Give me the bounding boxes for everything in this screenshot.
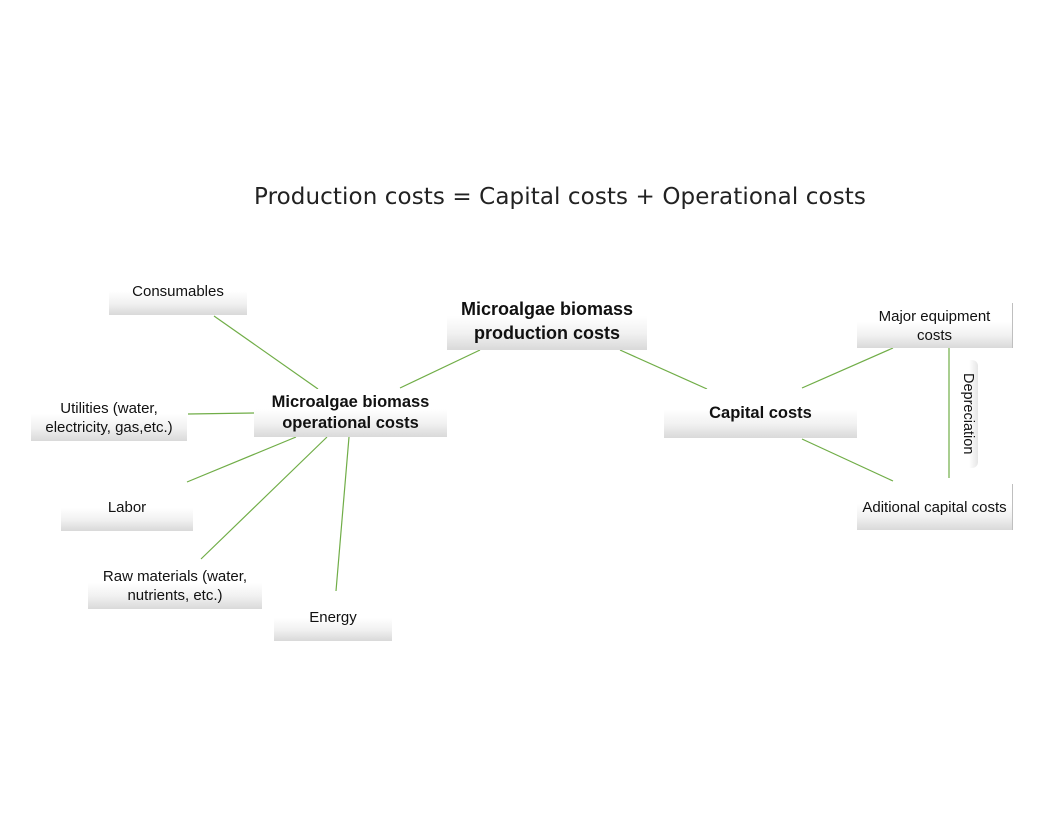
node-additional-capital: Aditional capital costs	[857, 484, 1013, 530]
node-production-costs: Microalgae biomass production costs	[447, 291, 647, 350]
node-consumables: Consumables	[109, 274, 247, 315]
line-operational-labor	[186, 436, 297, 483]
line-root-operational	[399, 349, 481, 389]
line-operational-raw-materials	[200, 436, 328, 560]
node-capital-costs: Capital costs	[664, 389, 857, 438]
depreciation-label-box: Depreciation	[958, 360, 978, 468]
line-operational-energy	[335, 436, 350, 592]
node-energy-label: Energy	[309, 609, 357, 626]
line-operational-consumables	[213, 315, 319, 390]
node-major-equipment: Major equipment costs	[857, 303, 1013, 348]
line-capital-major-equipment	[801, 347, 894, 389]
line-capital-additional	[801, 438, 894, 482]
node-labor-label: Labor	[107, 499, 147, 516]
node-capital-costs-label: Capital costs	[709, 404, 812, 422]
node-raw-materials: Raw materials (water, nutrients, etc.)	[88, 563, 262, 609]
node-energy: Energy	[274, 601, 392, 641]
equation-title: Production costs = Capital costs + Opera…	[254, 184, 866, 210]
line-root-capital	[619, 349, 708, 390]
node-raw-materials-label: Raw materials (water, nutrients, etc.)	[102, 568, 248, 604]
node-additional-capital-label: Aditional capital costs	[862, 498, 1007, 516]
line-operational-utilities	[187, 412, 255, 415]
node-labor: Labor	[61, 491, 193, 531]
depreciation-label: Depreciation	[960, 373, 976, 455]
node-consumables-label: Consumables	[132, 283, 224, 300]
node-utilities: Utilities (water, electricity, gas,etc.)	[31, 394, 187, 441]
node-operational-costs-label: Microalgae biomass operational costs	[271, 393, 430, 432]
node-production-costs-label: Microalgae biomass production costs	[460, 298, 634, 343]
node-major-equipment-label: Major equipment costs	[878, 307, 991, 344]
node-operational-costs: Microalgae biomass operational costs	[254, 389, 447, 437]
node-utilities-label: Utilities (water, electricity, gas,etc.)	[45, 399, 173, 436]
